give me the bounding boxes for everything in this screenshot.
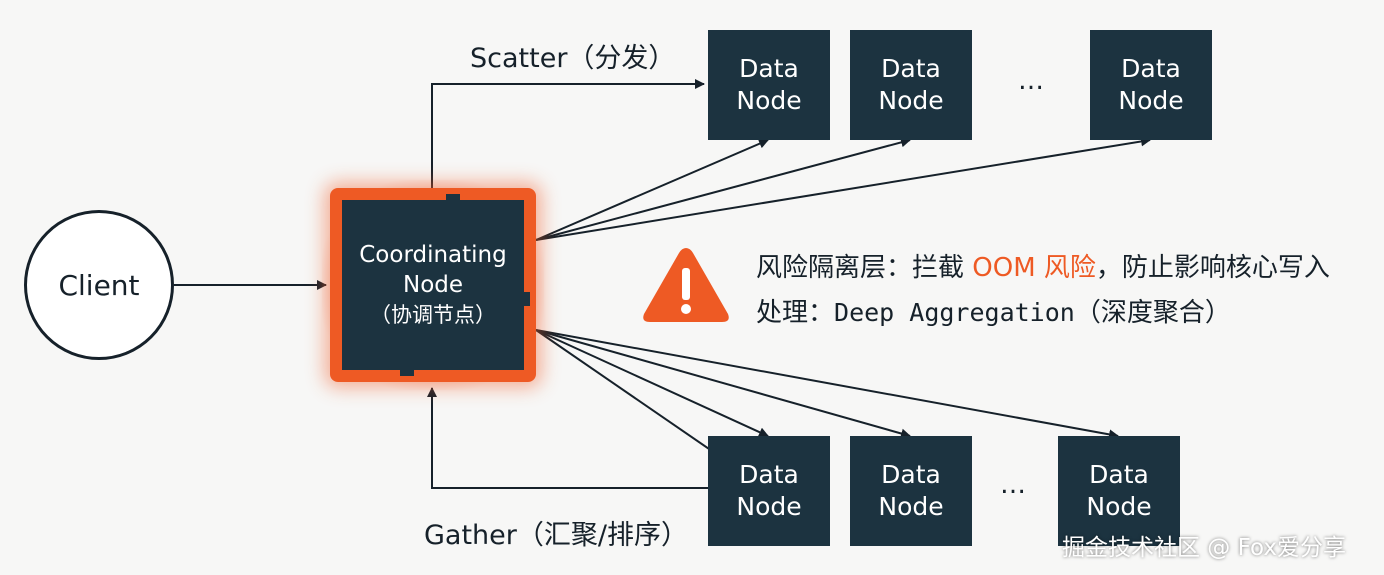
bottom-ellipsis: …: [1000, 470, 1028, 500]
scatter-label: Scatter（分发）: [470, 43, 676, 74]
coord-notch-top: [446, 194, 460, 202]
scatter-arrow: [431, 79, 705, 188]
gather-arrow: [427, 387, 708, 489]
top-ellipsis: …: [1018, 66, 1046, 96]
coord-notch-bottom: [400, 368, 414, 376]
handling-text-suffix: （深度聚合）: [1074, 298, 1231, 328]
gather-label: Gather（汇聚/排序）: [424, 520, 688, 551]
data-node-line2: Node: [736, 86, 802, 115]
handling-text-method: Deep Aggregation: [834, 298, 1075, 327]
data-node-top-2: Data Node: [850, 30, 972, 140]
coordinating-node-title: Coordinating: [359, 242, 507, 268]
warning-triangle-icon: [643, 248, 729, 322]
risk-text-prefix: 风险隔离层：拦截: [756, 253, 973, 283]
coordinating-node-cn-label: （协调节点）: [370, 303, 496, 327]
risk-text-suffix: ，防止影响核心写入: [1095, 253, 1330, 283]
coordinating-node: Coordinating Node （协调节点）: [330, 188, 536, 382]
coord-notch-right: [522, 292, 530, 306]
data-node-bottom-2: Data Node: [850, 436, 972, 546]
data-node-line2: Node: [878, 86, 944, 115]
watermark: 掘金技术社区 @ Fox爱分享: [1062, 535, 1347, 561]
fan-bottom-3: [535, 329, 911, 439]
client-label: Client: [58, 268, 140, 302]
data-node-line1: Data: [739, 460, 799, 489]
client-node: Client: [24, 210, 174, 360]
data-node-line2: Node: [1118, 86, 1184, 115]
fan-top-3: [535, 136, 1151, 241]
data-node-line2: Node: [878, 492, 944, 521]
handling-text: 处理：Deep Aggregation（深度聚合）: [756, 292, 1231, 329]
fan-bottom-1: [535, 329, 769, 437]
data-node-line2: Node: [736, 492, 802, 521]
data-node-top-1: Data Node: [708, 30, 830, 140]
data-node-line1: Data: [881, 54, 941, 83]
data-node-top-3: Data Node: [1090, 30, 1212, 140]
data-node-line1: Data: [1121, 54, 1181, 83]
risk-text-highlight: OOM 风险: [972, 253, 1096, 283]
coordinating-node-subtitle: Node: [402, 272, 464, 298]
fan-top-1: [535, 138, 769, 241]
risk-isolation-text: 风险隔离层：拦截 OOM 风险，防止影响核心写入: [756, 247, 1330, 284]
data-node-bottom-1: Data Node: [708, 436, 830, 546]
fan-top-2: [535, 137, 911, 241]
handling-text-prefix: 处理：: [756, 298, 835, 328]
data-node-bottom-3: Data Node: [1058, 436, 1180, 546]
coordinating-node-body: Coordinating Node （协调节点）: [342, 200, 524, 370]
fan-bottom-4: [535, 329, 1119, 440]
data-node-line1: Data: [739, 54, 799, 83]
data-node-line2: Node: [1086, 492, 1152, 521]
data-node-line1: Data: [1089, 460, 1149, 489]
data-node-line1: Data: [881, 460, 941, 489]
